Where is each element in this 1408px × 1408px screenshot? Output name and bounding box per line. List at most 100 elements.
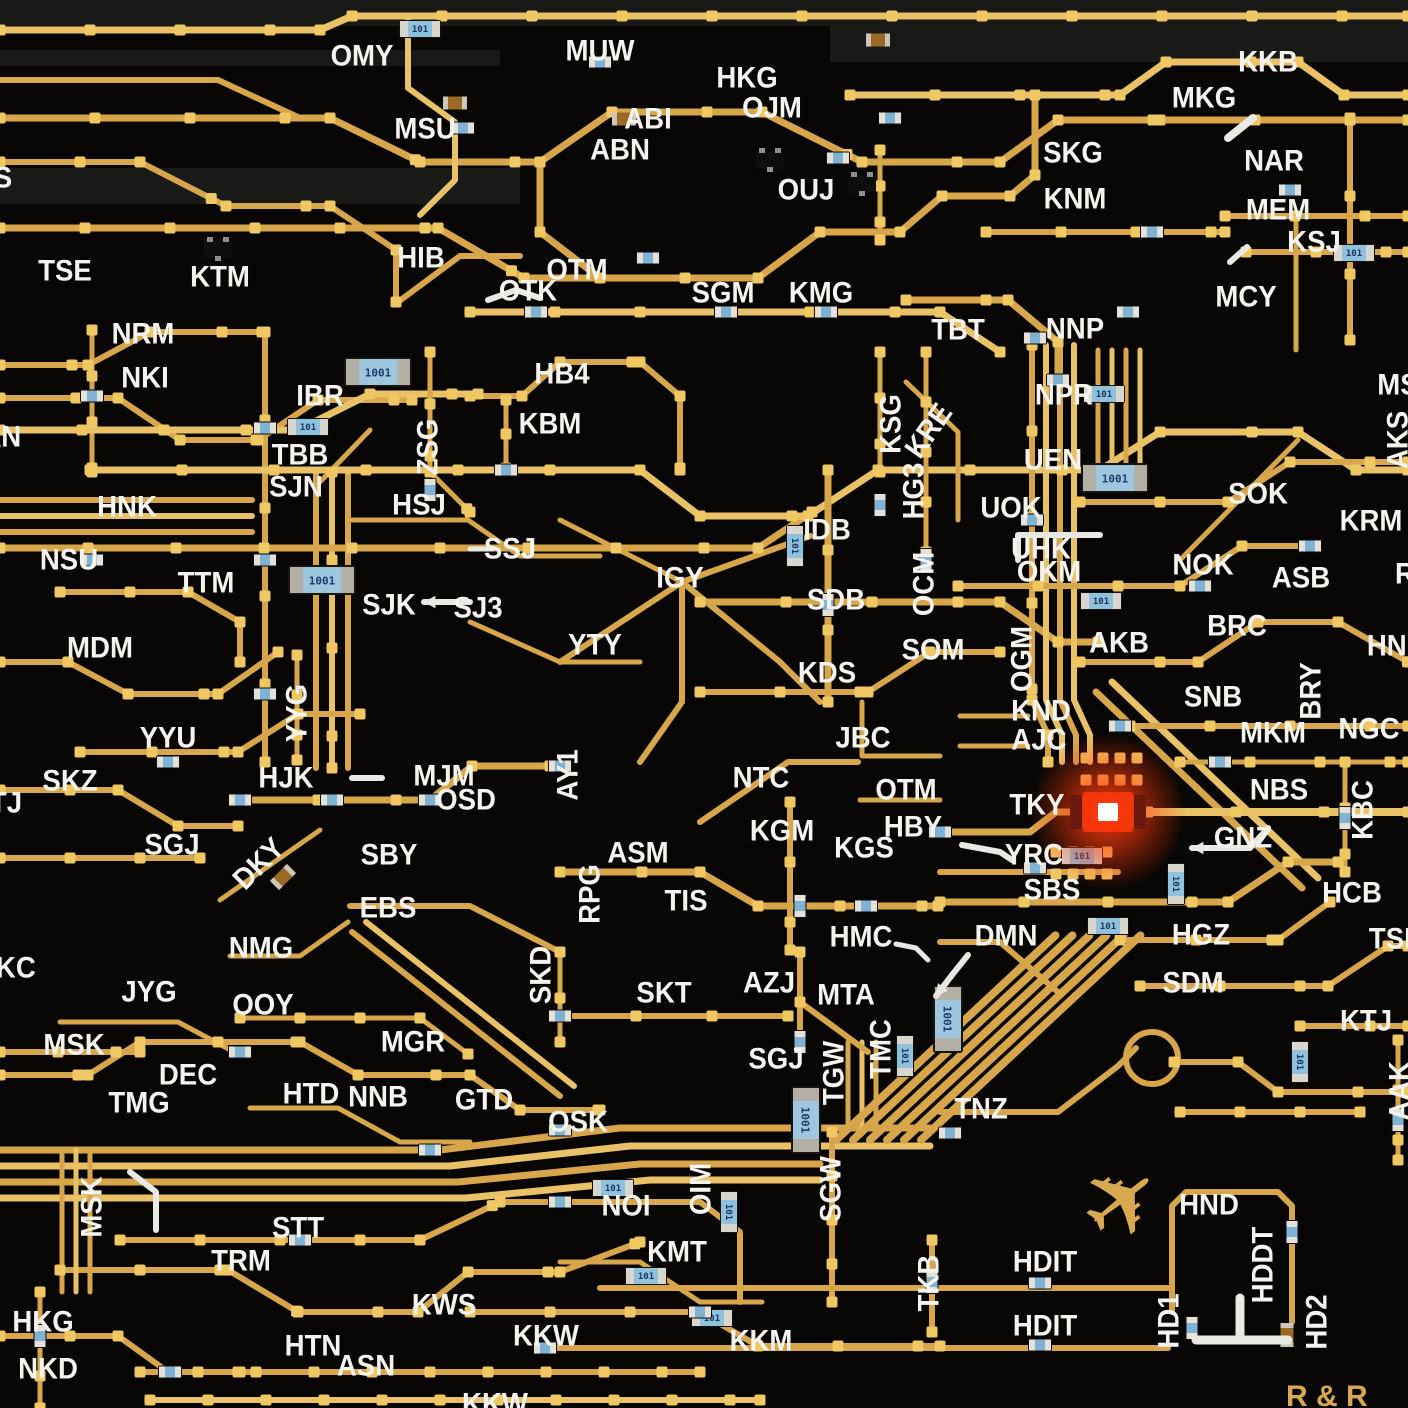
- smd-capacitor: [793, 894, 807, 918]
- solder-pad: [874, 466, 886, 478]
- smd-capacitor: [418, 793, 442, 807]
- solder-pad: [1289, 210, 1301, 222]
- solder-pad: [202, 1394, 214, 1406]
- station-label: OTM: [546, 253, 607, 286]
- sot23-transistor: [756, 148, 784, 172]
- station-label: KBM: [519, 407, 582, 440]
- solder-pad: [0, 1046, 6, 1058]
- smd-capacitor: [1208, 755, 1232, 769]
- solder-pad: [540, 1366, 552, 1378]
- station-label: TRM: [211, 1244, 271, 1277]
- station-label: SSJ: [484, 532, 536, 565]
- solder-pad: [464, 506, 476, 518]
- solder-pad: [84, 24, 96, 36]
- solder-pad: [924, 646, 936, 658]
- copper-trace: [313, 427, 373, 489]
- solder-pad: [220, 200, 232, 212]
- silkscreen-mark: [485, 287, 543, 303]
- smd-capacitor-tantalum: [612, 112, 636, 126]
- solder-pad: [1338, 89, 1350, 101]
- solder-pad: [834, 900, 846, 912]
- station-label: OKM: [1017, 555, 1081, 588]
- solder-pad: [388, 394, 400, 406]
- solder-pad: [1364, 456, 1376, 468]
- station-label: NAR: [1244, 144, 1304, 177]
- resistor-marking: 101: [1170, 876, 1180, 892]
- solder-pad: [430, 1069, 442, 1081]
- station-label: SGW: [814, 1155, 847, 1222]
- reflection-band: [0, 168, 520, 204]
- solder-pad: [390, 244, 402, 256]
- smd-capacitor: [80, 553, 104, 567]
- station-label: SDB: [807, 583, 865, 616]
- resistor-marking: 101: [300, 423, 316, 433]
- solder-pad: [1219, 210, 1231, 222]
- solder-pad: [308, 1366, 320, 1378]
- copper-trace: [227, 919, 351, 959]
- copper-trace: [347, 903, 563, 955]
- station-label: HTD: [283, 1077, 340, 1110]
- solder-pad: [122, 688, 134, 700]
- solder-pad: [464, 306, 476, 318]
- station-label: AKS: [1381, 411, 1408, 469]
- solder-pad: [752, 900, 764, 912]
- solder-pad: [874, 180, 886, 192]
- solder-pad: [844, 89, 856, 101]
- solder-pad: [79, 222, 91, 234]
- smd-capacitor: [938, 1126, 962, 1140]
- resistor-marking: 1001: [799, 1107, 812, 1134]
- station-label: OCM: [907, 552, 940, 616]
- solder-pad: [514, 1104, 526, 1116]
- solder-pad: [72, 1069, 84, 1081]
- station-label: MSU: [394, 112, 455, 145]
- station-label: NSU: [40, 543, 98, 576]
- station-label: RPG: [573, 864, 606, 924]
- station-label: AAK: [1383, 1061, 1408, 1121]
- solder-pad: [1160, 56, 1172, 68]
- smd-capacitor: [320, 793, 344, 807]
- solder-pad: [1392, 1084, 1404, 1096]
- copper-trace: [917, 931, 1145, 1144]
- solder-pad: [826, 1296, 838, 1308]
- copper-trace: [247, 1105, 473, 1145]
- solder-pad: [774, 686, 786, 698]
- station-label: KTM: [190, 260, 250, 293]
- solder-pad: [1359, 210, 1371, 222]
- solder-pad: [0, 156, 6, 168]
- solder-pad: [794, 996, 806, 1008]
- solder-pad: [0, 112, 6, 124]
- silkscreen-arrowhead: [1192, 841, 1204, 855]
- solder-pad: [889, 306, 901, 318]
- sot23-transistor: [848, 172, 876, 196]
- solder-pad: [0, 542, 6, 554]
- solder-pad: [794, 946, 806, 958]
- solder-pad: [1284, 456, 1296, 468]
- solder-pad: [64, 852, 76, 864]
- led-tky: [1030, 734, 1186, 890]
- solder-pad: [826, 1126, 838, 1138]
- solder-pad: [951, 156, 963, 168]
- copper-trace: [467, 359, 683, 473]
- solder-pad: [554, 1036, 566, 1048]
- station-label: MDM: [67, 631, 133, 664]
- solder-pad: [250, 1366, 262, 1378]
- smd-capacitor: [1140, 225, 1164, 239]
- solder-pad: [610, 542, 622, 554]
- solder-pad: [1332, 616, 1344, 628]
- solder-pad: [424, 398, 436, 410]
- station-label: HDDT: [1246, 1226, 1279, 1303]
- solder-pad: [134, 1366, 146, 1378]
- copper-trace: [900, 931, 1128, 1144]
- solder-pad: [920, 396, 932, 408]
- station-label: GNZ: [1214, 821, 1272, 854]
- solder-pad: [694, 596, 706, 608]
- solder-pad: [0, 392, 6, 404]
- solder-pad: [134, 1046, 146, 1058]
- solder-pad: [694, 1366, 706, 1378]
- smd-capacitor: [1188, 579, 1212, 593]
- solder-pad: [1344, 112, 1356, 124]
- solder-pad: [874, 346, 886, 358]
- solder-pad: [64, 1330, 76, 1342]
- solder-pad: [701, 106, 713, 118]
